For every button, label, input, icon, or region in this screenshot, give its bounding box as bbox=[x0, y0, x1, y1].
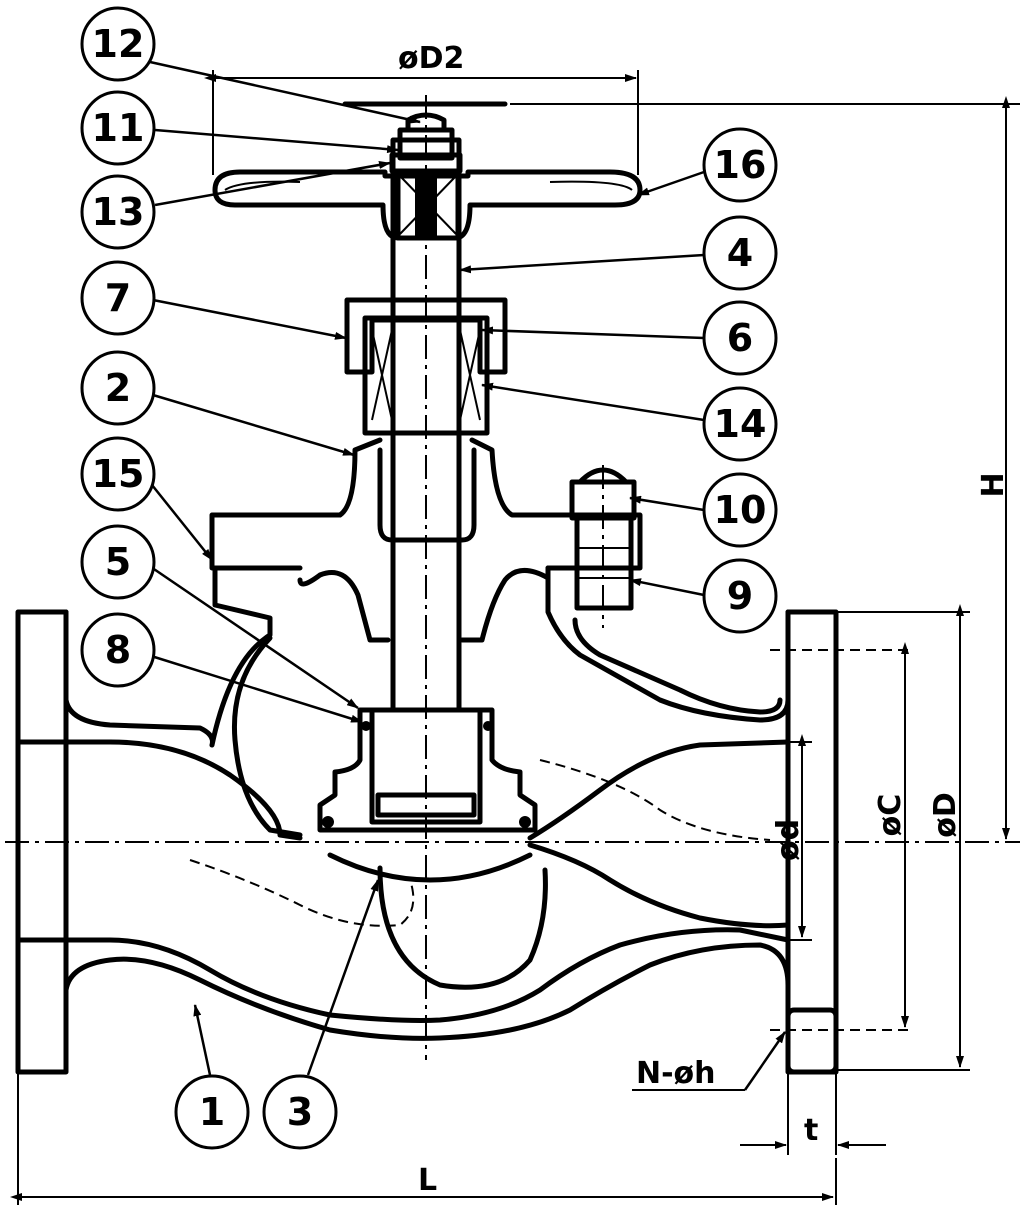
leader-6 bbox=[481, 326, 705, 340]
leader-9 bbox=[629, 578, 705, 597]
balloon-11: 11 bbox=[80, 90, 156, 166]
balloon-2: 2 bbox=[80, 350, 156, 426]
pin-right bbox=[483, 721, 493, 731]
dim-c-label: øC bbox=[873, 794, 908, 837]
leader-15 bbox=[147, 479, 213, 561]
right-chamber bbox=[572, 617, 783, 715]
dimensions: øD2 H ød øC øD N-øh t L bbox=[10, 41, 1020, 1205]
leader-4 bbox=[459, 253, 705, 274]
leaders bbox=[147, 60, 705, 1076]
balloon-13: 13 bbox=[80, 174, 156, 250]
hidden-contour bbox=[189, 759, 771, 927]
leader-10 bbox=[629, 495, 705, 512]
dim-nh-label: N-øh bbox=[636, 1056, 716, 1091]
nh-leader bbox=[743, 1031, 787, 1091]
leader-16 bbox=[637, 170, 705, 197]
passage-top bbox=[15, 739, 791, 841]
dim-l-label: L bbox=[418, 1163, 437, 1198]
leader-8 bbox=[147, 653, 363, 724]
svg-text:13: 13 bbox=[92, 190, 145, 234]
passage-bottom bbox=[15, 927, 791, 1023]
svg-text:11: 11 bbox=[92, 106, 145, 150]
pin-left bbox=[361, 721, 371, 731]
disc-holder bbox=[317, 707, 538, 833]
svg-text:8: 8 bbox=[105, 628, 131, 672]
balloon-9: 9 bbox=[702, 558, 778, 634]
seat-left bbox=[322, 816, 334, 828]
leader-7 bbox=[152, 298, 347, 340]
handwheel bbox=[212, 169, 643, 241]
balloon-4: 4 bbox=[702, 215, 778, 291]
dim-d-label: ød bbox=[771, 819, 806, 861]
leader-5 bbox=[147, 563, 359, 710]
svg-text:14: 14 bbox=[714, 402, 767, 446]
svg-text:12: 12 bbox=[92, 22, 145, 66]
bonnet-flange bbox=[209, 437, 643, 571]
seat-right bbox=[519, 816, 531, 828]
leader-3 bbox=[306, 879, 380, 1076]
body-partition bbox=[231, 635, 791, 990]
leader-14 bbox=[481, 382, 705, 422]
stem-assembly bbox=[212, 101, 643, 833]
svg-text:5: 5 bbox=[105, 540, 131, 584]
svg-text:2: 2 bbox=[105, 366, 131, 410]
packing-hatch-r2 bbox=[459, 329, 481, 421]
body-outer-bottom bbox=[63, 942, 791, 1073]
balloon-5: 5 bbox=[80, 524, 156, 600]
balloon-6: 6 bbox=[702, 300, 778, 376]
packing-hatch-l2 bbox=[371, 329, 393, 421]
svg-text:7: 7 bbox=[105, 276, 131, 320]
balloon-16: 16 bbox=[702, 127, 778, 203]
dim-D-label: øD bbox=[928, 792, 963, 838]
balloon-1: 1 bbox=[174, 1074, 250, 1150]
leader-12 bbox=[149, 60, 421, 124]
balloon-15: 15 bbox=[80, 436, 156, 512]
svg-text:4: 4 bbox=[727, 231, 753, 275]
leader-1 bbox=[193, 1004, 212, 1076]
balloon-3: 3 bbox=[262, 1074, 338, 1150]
svg-text:15: 15 bbox=[92, 452, 145, 496]
balloon-14: 14 bbox=[702, 386, 778, 462]
leader-11 bbox=[154, 128, 399, 154]
svg-text:1: 1 bbox=[199, 1090, 225, 1134]
dim-t-label: t bbox=[804, 1113, 818, 1148]
valve-body bbox=[15, 437, 839, 1075]
svg-text:9: 9 bbox=[727, 574, 753, 618]
balloon-7: 7 bbox=[80, 260, 156, 336]
cavity bbox=[327, 852, 533, 883]
balloon-12: 12 bbox=[80, 6, 156, 82]
body-outer-top bbox=[63, 565, 791, 748]
dim-h-label: H bbox=[976, 472, 1011, 497]
balloon-10: 10 bbox=[702, 472, 778, 548]
leader-2 bbox=[152, 393, 355, 457]
svg-text:16: 16 bbox=[714, 143, 767, 187]
svg-text:10: 10 bbox=[714, 488, 767, 532]
svg-text:3: 3 bbox=[287, 1090, 313, 1134]
dim-d2-label: øD2 bbox=[398, 41, 464, 76]
leader-13 bbox=[154, 160, 391, 207]
balloon-8: 8 bbox=[80, 612, 156, 688]
bolt-hole bbox=[785, 1007, 839, 1075]
bonnet-neck bbox=[297, 568, 551, 643]
svg-text:6: 6 bbox=[727, 316, 753, 360]
